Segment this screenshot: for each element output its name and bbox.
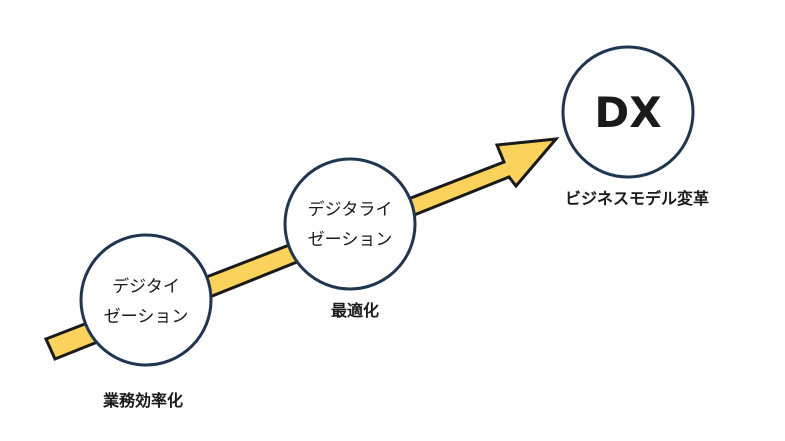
stage-digitization-caption: 業務効率化	[103, 391, 184, 410]
stage-digitalization-circle	[283, 157, 417, 291]
stage-digitization: デジタイ ゼーション	[79, 233, 213, 367]
stage-digitalization-label-line-2: ゼーション	[308, 230, 393, 250]
stage-dx: DX	[561, 45, 695, 179]
stage-digitization-circle	[79, 233, 213, 367]
stage-digitalization-caption: 最適化	[331, 301, 380, 320]
stage-digitalization-label-line-1: デジタライ	[308, 199, 393, 220]
stage-dx-caption: ビジネスモデル変革	[565, 189, 710, 208]
stage-digitalization: デジタライ ゼーション	[283, 157, 417, 291]
stage-digitization-label-line-1: デジタイ	[112, 276, 180, 297]
stage-digitization-label-line-2: ゼーション	[104, 307, 189, 327]
stage-dx-label: DX	[594, 88, 661, 137]
stage-dx-circle	[561, 45, 695, 179]
